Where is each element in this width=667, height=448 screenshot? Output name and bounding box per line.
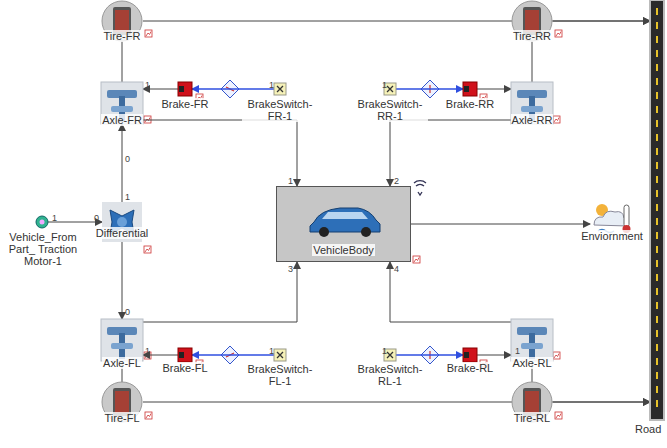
axle-icon bbox=[101, 319, 143, 361]
mechanical-connector bbox=[411, 224, 590, 225]
block-label: Differential bbox=[95, 227, 149, 239]
block-label: Axle-RR bbox=[511, 114, 554, 126]
mechanical-connector bbox=[143, 120, 297, 186]
mechanical-connector bbox=[390, 262, 511, 322]
block-label: Brake-FL bbox=[161, 362, 208, 374]
port-number: 1 bbox=[382, 80, 387, 90]
block-label: Tire-FR bbox=[103, 30, 142, 42]
port-number: 2 bbox=[394, 176, 399, 186]
switch-block: BrakeSwitch-FR-1 bbox=[274, 83, 286, 95]
mechanical-connector bbox=[553, 21, 650, 22]
diff-block: Differential bbox=[102, 202, 142, 242]
port-number: 1 bbox=[145, 80, 150, 90]
block-label: Tire-RL bbox=[513, 412, 551, 424]
block-label: Brake-RL bbox=[446, 362, 494, 374]
port-number: 1 bbox=[269, 80, 274, 90]
block-label: BrakeSwitch-RR-1 bbox=[352, 98, 428, 122]
switch-icon bbox=[274, 83, 286, 95]
mechanical-connector bbox=[122, 124, 123, 202]
signal-connector bbox=[192, 354, 274, 355]
tire-block: Tire-RR bbox=[511, 1, 553, 41]
port-number: 1 bbox=[269, 346, 274, 356]
block-label: Road bbox=[634, 423, 662, 435]
mechanical-connector bbox=[122, 41, 123, 82]
mechanical-connector bbox=[477, 89, 511, 90]
road-icon bbox=[650, 0, 664, 420]
axle-block: Axle-RR bbox=[511, 82, 553, 124]
valve-mark bbox=[226, 85, 430, 359]
port-number: 0 bbox=[125, 307, 130, 317]
brake-block: Brake-RR bbox=[463, 82, 477, 96]
signal-connector bbox=[396, 354, 463, 355]
port-number: 1 bbox=[125, 192, 130, 202]
block-label: Tire-RR bbox=[512, 30, 552, 42]
block-label: Enviornment bbox=[580, 230, 644, 242]
brake-icon bbox=[178, 348, 192, 362]
wireless-icon bbox=[414, 181, 426, 195]
block-label: VehicleBody bbox=[312, 244, 375, 256]
road-block: Road bbox=[650, 0, 664, 420]
port-number: 4 bbox=[394, 264, 399, 274]
brake-block: Brake-RL bbox=[463, 348, 477, 362]
body-block: VehicleBody bbox=[276, 186, 411, 262]
brake-icon bbox=[178, 82, 192, 96]
port-number: 1 bbox=[515, 346, 520, 356]
port-number: 1 bbox=[382, 346, 387, 356]
brake-icon bbox=[463, 82, 477, 96]
brake-block: Brake-FR bbox=[178, 82, 192, 96]
switch-block: BrakeSwitch-FL-1 bbox=[274, 349, 286, 361]
port-number: 1 bbox=[52, 213, 57, 223]
block-label: Vehicle_From Part_ Traction Motor-1 bbox=[3, 231, 83, 267]
brake-icon bbox=[463, 348, 477, 362]
signal-connector bbox=[192, 88, 274, 89]
mechanical-connector bbox=[143, 402, 650, 403]
mechanical-connector bbox=[477, 355, 511, 356]
env-block: Enviornment bbox=[590, 201, 634, 235]
block-label: Tire-FL bbox=[103, 412, 140, 424]
port-number: 0 bbox=[94, 213, 99, 223]
tire-block: Tire-FR bbox=[101, 1, 143, 41]
axle-block: Axle-FL bbox=[101, 319, 143, 361]
signal-connector bbox=[396, 88, 463, 89]
port-number: 1 bbox=[145, 346, 150, 356]
axle-block: Axle-FR bbox=[101, 82, 143, 124]
block-label: BrakeSwitch-FL-1 bbox=[242, 363, 318, 387]
brake-block: Brake-FL bbox=[178, 348, 192, 362]
block-label: BrakeSwitch-RL-1 bbox=[352, 363, 428, 387]
mechanical-connector bbox=[390, 120, 511, 186]
motor-icon bbox=[36, 216, 48, 228]
mechanical-connector bbox=[553, 402, 650, 403]
block-label: BrakeSwitch-FR-1 bbox=[242, 98, 318, 122]
block-label: Axle-RL bbox=[511, 357, 552, 369]
mechanical-connector bbox=[532, 41, 533, 82]
port-number: 3 bbox=[288, 264, 293, 274]
port-number: 0 bbox=[125, 154, 130, 164]
tire-block: Tire-RL bbox=[511, 382, 553, 422]
switch-icon bbox=[274, 349, 286, 361]
port-number: 1 bbox=[288, 176, 293, 186]
mechanical-connector bbox=[143, 21, 650, 22]
block-label: Axle-FR bbox=[101, 114, 143, 126]
valve-diamond bbox=[221, 80, 439, 364]
block-label: Brake-RR bbox=[445, 98, 495, 110]
motor-block: Vehicle_From Part_ Traction Motor-1 bbox=[36, 216, 48, 228]
block-label: Brake-FR bbox=[160, 98, 209, 110]
tire-block: Tire-FL bbox=[101, 382, 143, 422]
mechanical-connector bbox=[143, 262, 297, 322]
mechanical-connector bbox=[122, 242, 123, 319]
block-label: Axle-FL bbox=[102, 357, 142, 369]
